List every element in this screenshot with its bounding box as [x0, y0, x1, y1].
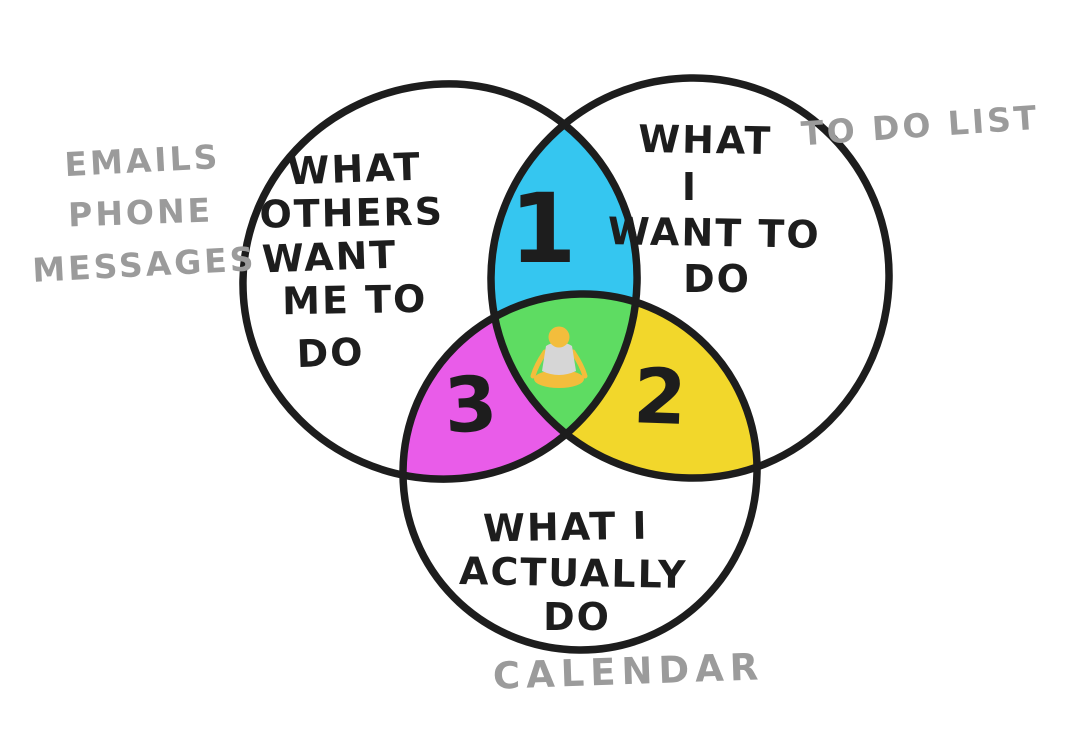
person-meditating-icon — [530, 326, 588, 388]
left-circle-label-line-2: OTHERS — [259, 189, 444, 236]
right-circle-label-line-4: DO — [683, 257, 751, 301]
bottom-circle-label-line-3: DO — [543, 595, 611, 639]
right-circle-label-line-2: I — [682, 165, 698, 209]
right-circle-outline — [487, 74, 893, 482]
left-circle-label-line-1: WHAT — [287, 145, 423, 194]
annotation-phone: PHONE — [67, 190, 213, 234]
region-3-number: 3 — [442, 359, 499, 451]
left-circle-label-line-4: ME TO — [282, 277, 428, 324]
region-2-number: 2 — [632, 351, 688, 442]
left-circle-outline — [239, 80, 641, 483]
annotation-emails: EMAILS — [63, 137, 221, 184]
right-circle-label-line-1: WHAT — [638, 117, 773, 163]
left-circle-label-line-3: WANT — [261, 233, 398, 282]
annotation-calendar: CALENDAR — [492, 645, 765, 697]
left-circle-label-line-5: DO — [296, 330, 365, 376]
annotation-todo-list: TO DO LIST — [800, 98, 1041, 154]
bottom-circle-outline — [399, 290, 761, 654]
right-circle-label-line-3: WANT TO — [607, 209, 821, 257]
bottom-circle-label-line-2: ACTUALLY — [459, 549, 688, 597]
bottom-circle-label-line-1: WHAT I — [483, 504, 649, 551]
region-1-number: 1 — [510, 173, 577, 285]
annotation-messages: MESSAGES — [31, 239, 257, 290]
